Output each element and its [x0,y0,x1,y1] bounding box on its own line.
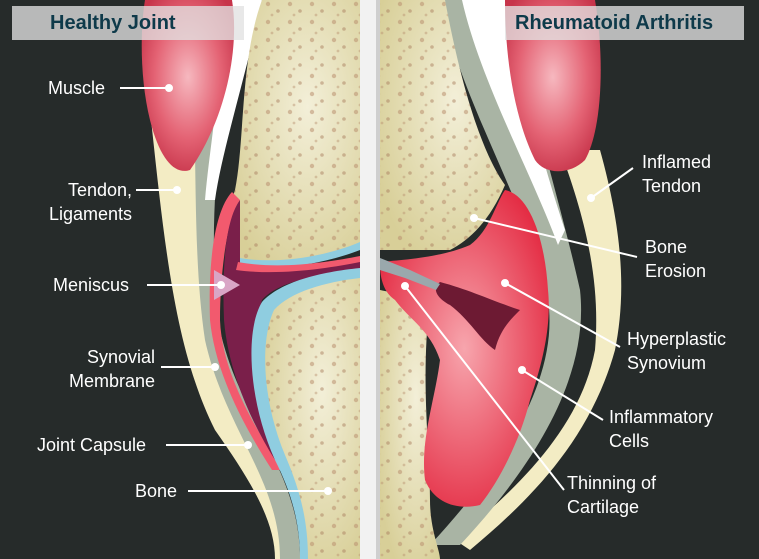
label-erosion-line2: Erosion [645,261,707,281]
label-synovial-line1: Synovial [86,347,155,367]
label-hyperplastic-line1: Hyperplastic [627,329,727,349]
label-tendon-line1: Tendon, [67,180,132,200]
center-divider [360,0,380,559]
label-thinning-line2: Cartilage [567,497,640,517]
leader-lines-left [120,84,332,495]
label-synovial-line2: Membrane [68,371,155,391]
title-rheumatoid-arthritis: Rheumatoid Arthritis [505,6,744,40]
label-inflammatory-line2: Cells [609,431,650,451]
label-tendon-line2: Ligaments [48,204,132,224]
label-hyperplastic-line2: Synovium [627,353,707,373]
label-inflamed-line2: Tendon [642,176,702,196]
label-bone: Bone [135,481,178,501]
label-joint-capsule: Joint Capsule [37,435,147,455]
ra-joint-art [380,0,622,559]
label-meniscus: Meniscus [53,275,130,295]
title-healthy-joint: Healthy Joint [12,6,244,40]
label-thinning-line1: Thinning of [567,473,657,493]
label-muscle: Muscle [48,78,106,98]
healthy-joint-art [141,0,360,559]
label-inflamed-line1: Inflamed [642,152,712,172]
label-inflammatory-line1: Inflammatory [609,407,714,427]
label-erosion-line1: Bone [645,237,688,257]
leader-lines-right [401,167,638,491]
